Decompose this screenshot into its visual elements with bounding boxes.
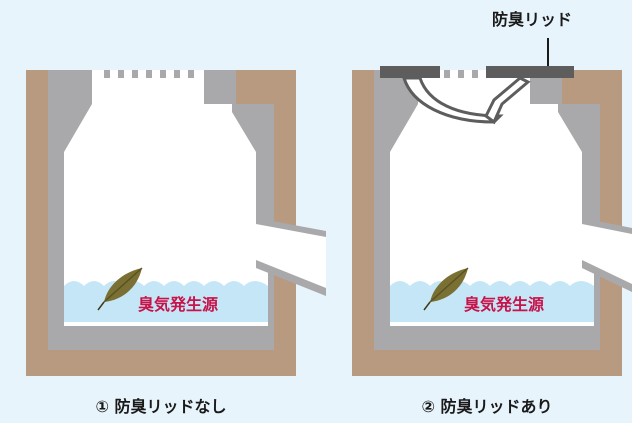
outlet-pipe-right	[582, 222, 632, 286]
odor-source-label-left: 臭気発生源	[138, 295, 218, 314]
caption-without-lid: ① 防臭リッドなし	[95, 397, 227, 416]
panel-without-lid: 臭気発生源	[26, 70, 326, 376]
panel-with-lid: 臭気発生源	[352, 38, 632, 376]
outlet-pipe-edge-bottom-right	[582, 260, 632, 292]
leaf-icon-right	[423, 267, 469, 311]
trap-cavity-right	[390, 78, 594, 326]
outlet-pipe-edge-bottom-left	[256, 260, 326, 296]
outlet-pipe-edge-right	[582, 218, 632, 234]
leaf-icon-left	[97, 267, 143, 311]
step-ledge-left	[236, 70, 274, 104]
odor-source-label-right: 臭気発生源	[464, 295, 544, 314]
odor-lid-icon	[380, 66, 574, 125]
lid-callout-label: 防臭リッド	[492, 10, 573, 29]
outlet-pipe-left	[256, 222, 326, 290]
caption-with-lid: ② 防臭リッドあり	[421, 397, 553, 416]
outlet-pipe-edge-left	[256, 218, 326, 237]
grate-bars-left	[104, 70, 194, 78]
trap-cavity-left	[64, 78, 268, 326]
